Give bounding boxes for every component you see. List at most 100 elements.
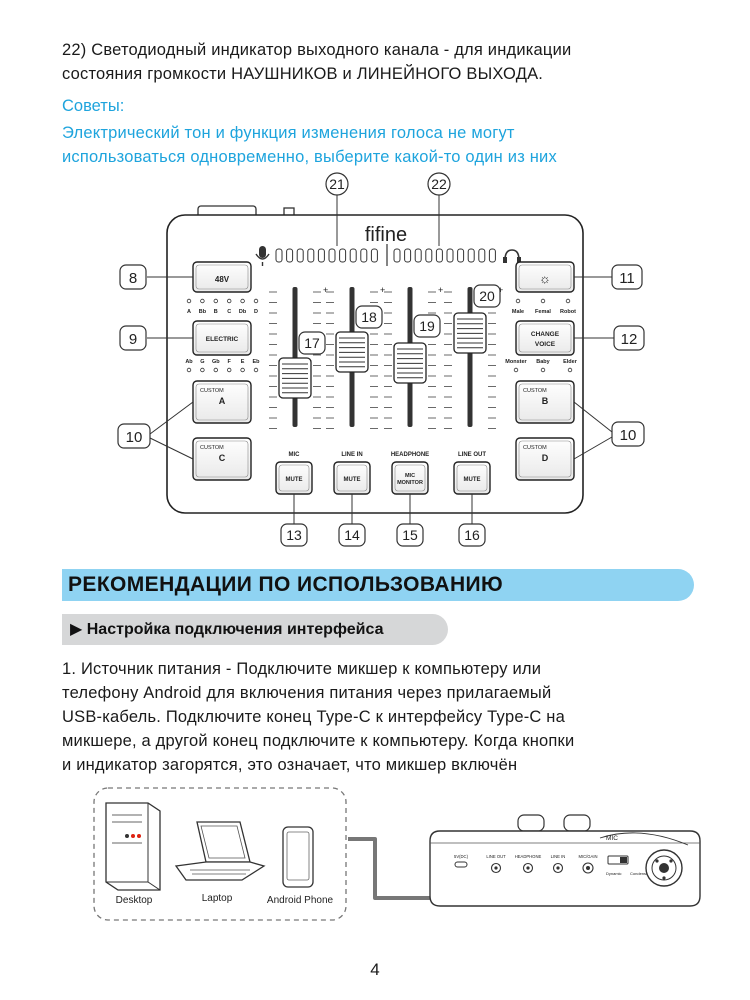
svg-text:8: 8 bbox=[129, 270, 137, 287]
callout-fader: 19 bbox=[413, 314, 441, 338]
callout-10-right: 10 bbox=[611, 421, 645, 447]
svg-text:12: 12 bbox=[621, 331, 638, 348]
indicator-dot bbox=[567, 367, 573, 373]
light-icon: ☼ bbox=[539, 271, 551, 286]
indicator-label: C bbox=[227, 309, 231, 315]
led-meter-mic bbox=[275, 248, 378, 263]
switch-left-label: Dynamic bbox=[606, 871, 622, 876]
mute-button[interactable]: MUTE bbox=[275, 461, 313, 495]
port-label: LINE OUT bbox=[486, 854, 506, 859]
led-segment bbox=[360, 248, 368, 263]
channel-label: LINE OUT bbox=[458, 452, 486, 458]
led-segment bbox=[425, 248, 433, 263]
svg-text:21: 21 bbox=[329, 176, 345, 192]
svg-text:MONITOR: MONITOR bbox=[397, 480, 423, 486]
indicator-dot bbox=[253, 298, 259, 304]
svg-text:9: 9 bbox=[129, 331, 137, 348]
indicator-dot bbox=[213, 367, 218, 373]
svg-text:11: 11 bbox=[619, 270, 635, 287]
led-segment bbox=[435, 248, 443, 263]
port-jack bbox=[490, 862, 502, 874]
callout-12: 12 bbox=[613, 325, 645, 351]
indicator-dot bbox=[540, 298, 546, 304]
indicator-label: B bbox=[214, 309, 218, 315]
indicator-label: D bbox=[254, 309, 258, 315]
dynamic-condenser-switch[interactable] bbox=[607, 855, 629, 865]
custom-a-button[interactable]: CUSTOM A bbox=[192, 380, 252, 424]
phone-icon bbox=[282, 826, 314, 888]
body-line-4: микшере, а другой конец подключите к ком… bbox=[62, 732, 575, 750]
indicator-dot bbox=[200, 298, 205, 304]
custom-c-button[interactable]: CUSTOM C bbox=[192, 437, 252, 481]
led-segment bbox=[467, 248, 475, 263]
page-number: 4 bbox=[370, 960, 380, 979]
custom-b-button[interactable]: CUSTOM B bbox=[515, 380, 575, 424]
port-jack bbox=[454, 861, 468, 868]
port-jack bbox=[522, 862, 534, 874]
indicator-label: Eb bbox=[252, 359, 260, 365]
port-label: HEADPHONE bbox=[515, 854, 542, 859]
tips-title: Советы: bbox=[62, 97, 125, 115]
fader-knob[interactable] bbox=[393, 342, 427, 384]
brand-logo: fifine bbox=[365, 224, 407, 246]
callout-fader: 20 bbox=[473, 284, 501, 308]
svg-text:D: D bbox=[542, 453, 549, 463]
mic-icon bbox=[255, 246, 270, 266]
svg-text:CHANGE: CHANGE bbox=[531, 331, 560, 338]
port-jack bbox=[552, 862, 564, 874]
electric-tone-button[interactable]: ELECTRIC bbox=[192, 320, 252, 356]
svg-text:14: 14 bbox=[344, 527, 360, 543]
led-segment bbox=[478, 248, 486, 263]
indicator-dot bbox=[226, 367, 232, 373]
body-line-2: телефону Android для включения питания ч… bbox=[62, 684, 552, 702]
subsection-header: ▶ Настройка подключения интерфейса bbox=[62, 614, 448, 645]
callout-channel: 14 bbox=[338, 523, 366, 547]
led-segment bbox=[414, 248, 422, 263]
svg-text:17: 17 bbox=[304, 335, 320, 351]
svg-text:20: 20 bbox=[479, 288, 495, 304]
svg-text:22: 22 bbox=[431, 176, 447, 192]
indicator-dot bbox=[240, 367, 245, 373]
fader-knob[interactable] bbox=[278, 357, 312, 399]
subsection-header-text: ▶ Настройка подключения интерфейса bbox=[70, 621, 384, 638]
indicator-label: A bbox=[187, 309, 191, 315]
mute-button[interactable]: MUTE bbox=[453, 461, 491, 495]
svg-text:MUTE: MUTE bbox=[286, 477, 303, 483]
mute-button[interactable]: MUTE bbox=[333, 461, 371, 495]
callout-9: 9 bbox=[119, 325, 147, 351]
xlr-combo-jack bbox=[645, 849, 683, 887]
indicator-dot bbox=[513, 367, 519, 373]
fader-knob[interactable] bbox=[335, 331, 369, 373]
section-banner-text: РЕКОМЕНДАЦИИ ПО ИСПОЛЬЗОВАНИЮ bbox=[68, 573, 504, 596]
light-mode-button[interactable]: ☼ bbox=[515, 261, 575, 293]
indicator-label: Gb bbox=[212, 359, 220, 365]
indicator-label: G bbox=[200, 359, 204, 365]
svg-text:48V: 48V bbox=[215, 275, 230, 284]
svg-text:C: C bbox=[219, 453, 226, 463]
indicator-label: E bbox=[241, 359, 245, 365]
svg-text:+: + bbox=[438, 285, 443, 295]
svg-text:16: 16 bbox=[464, 527, 480, 543]
channel-label: LINE IN bbox=[341, 452, 362, 458]
svg-text:CUSTOM: CUSTOM bbox=[523, 388, 547, 394]
led-segment bbox=[488, 248, 496, 263]
fader-knob[interactable] bbox=[453, 312, 487, 354]
tips-line-1: Электрический тон и функция изменения го… bbox=[62, 124, 515, 142]
change-voice-button[interactable]: CHANGE VOICE bbox=[515, 320, 575, 356]
svg-text:MUTE: MUTE bbox=[464, 477, 481, 483]
svg-text:15: 15 bbox=[402, 527, 418, 543]
desktop-icon bbox=[105, 802, 161, 891]
callout-10-left: 10 bbox=[117, 423, 151, 449]
phantom-power-button[interactable]: 48V bbox=[192, 261, 252, 293]
svg-text:19: 19 bbox=[419, 318, 435, 334]
custom-d-button[interactable]: CUSTOM D bbox=[515, 437, 575, 481]
svg-text:MIC: MIC bbox=[405, 473, 415, 479]
led-segment bbox=[339, 248, 347, 263]
indicator-label: Monster bbox=[505, 359, 527, 365]
